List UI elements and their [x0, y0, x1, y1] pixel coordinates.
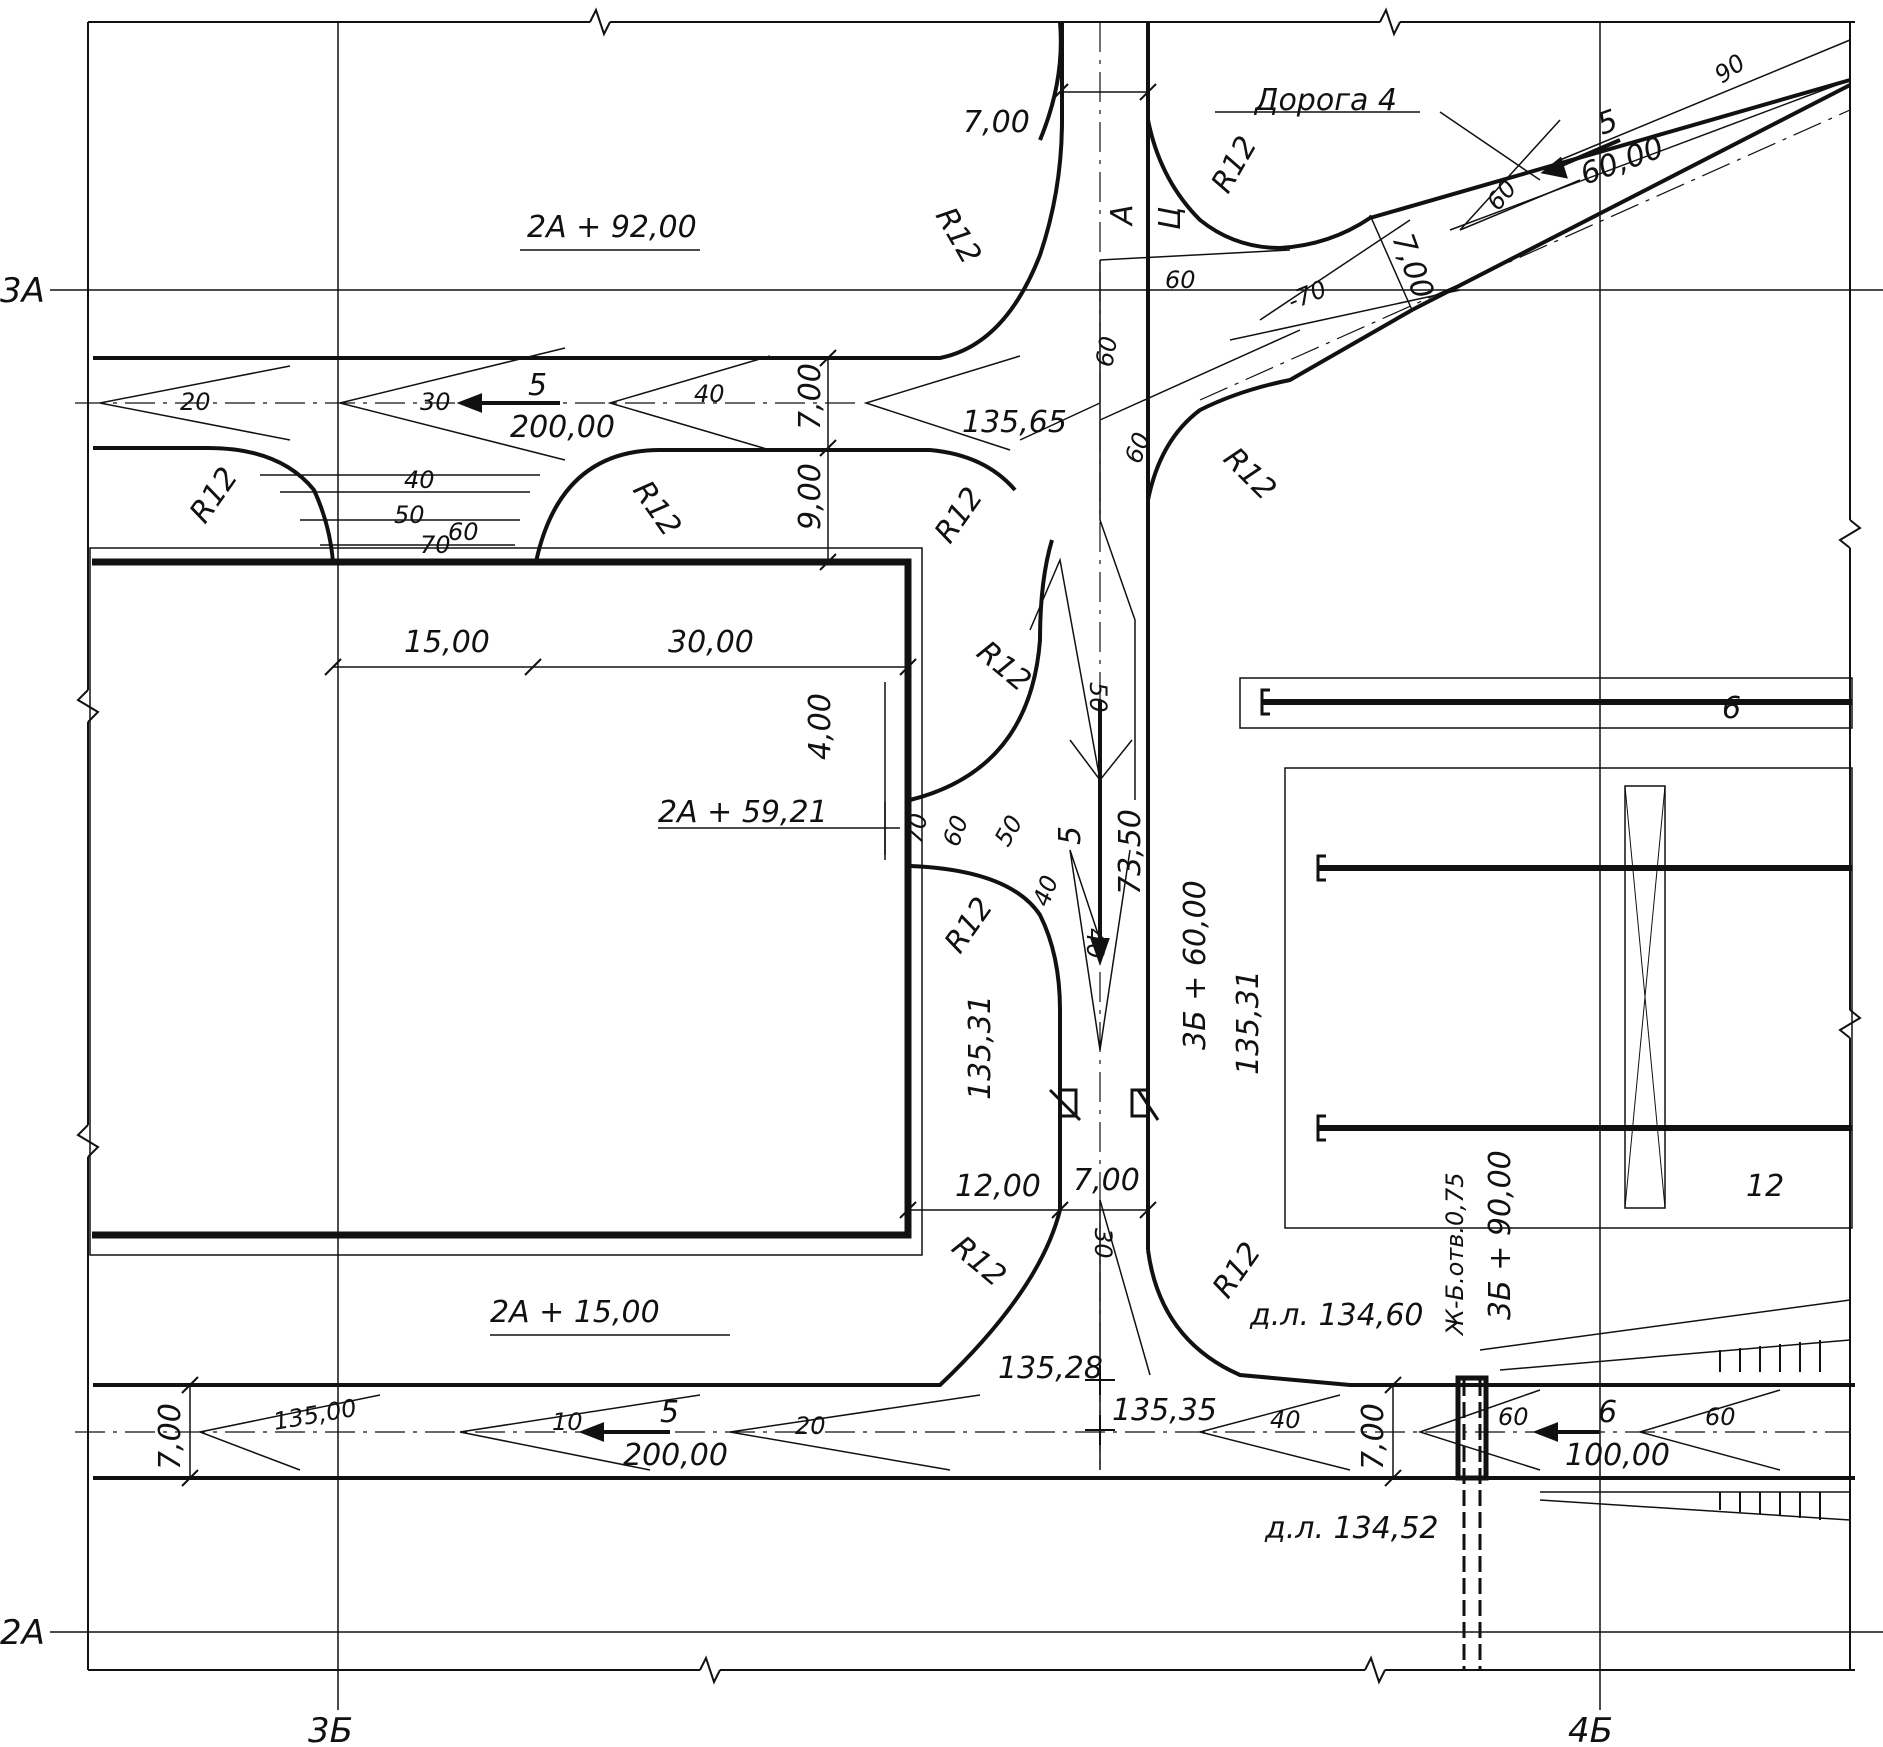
annotation-labels: 2А + 92,00 2А + 59,21 2А + 15,00 3Б + 60…	[153, 48, 1750, 1546]
station-2a-92: 2А + 92,00	[527, 210, 697, 245]
dim-30: 30,00	[668, 625, 754, 660]
radius-label: R12	[1206, 1236, 1269, 1304]
elev-135-00: 135,00	[271, 1394, 359, 1436]
elev-dl-134-60: д.л. 134,60	[1249, 1298, 1424, 1333]
elev-dl-134-52: д.л. 134,52	[1264, 1511, 1439, 1546]
slope-right-value: 6	[1598, 1395, 1617, 1430]
dim-12: 12,00	[955, 1169, 1041, 1204]
radius-label: R12	[625, 475, 688, 543]
dim-7-mid: 7,00	[1073, 1163, 1140, 1198]
axis-letter-c: Ц	[1153, 207, 1188, 230]
dim-7-bottom-left: 7,00	[153, 1403, 188, 1470]
dim-7-top: 7,00	[963, 105, 1030, 140]
building-12-number: 12	[1746, 1169, 1784, 1204]
axis-label-3b: 3Б	[308, 1711, 353, 1747]
elev-135-31-right: 135,31	[1231, 970, 1266, 1075]
contour-label: 10	[552, 1408, 583, 1436]
radius-label: R12	[928, 202, 988, 271]
station-2a-15: 2А + 15,00	[490, 1295, 660, 1330]
contour-label: 40	[1270, 1406, 1301, 1434]
contour-label: 60	[1090, 334, 1123, 369]
radius-label: R12	[938, 891, 1001, 959]
slope-mid-value: 5	[1053, 826, 1088, 845]
contour-label: 50	[989, 811, 1029, 851]
contour-label: 40	[404, 466, 435, 494]
grid-axis-labels: 3A 2A 3Б 4Б	[0, 271, 1613, 1747]
radius-label: R12	[183, 461, 246, 529]
axis-label-2a: 2A	[0, 1613, 45, 1653]
station-3b-90: 3Б + 90,00	[1483, 1150, 1518, 1320]
slope-bottom-length: 200,00	[623, 1438, 728, 1473]
contour-label: 60	[1119, 429, 1156, 467]
contour-label: 30	[420, 388, 451, 416]
building-6-number: 6	[1722, 691, 1741, 726]
dim-4: 4,00	[803, 693, 838, 760]
radius-label: R12	[928, 481, 991, 549]
contour-label: 90	[1709, 48, 1750, 88]
slope-arrows	[456, 138, 1621, 1442]
dim-15: 15,00	[404, 625, 490, 660]
slope-top-length: 200,00	[510, 410, 615, 445]
contour-label: 60	[937, 812, 974, 850]
elev-135-65: 135,65	[962, 405, 1067, 440]
radius-label: R12	[970, 634, 1038, 699]
slope-bottom-value: 5	[660, 1395, 679, 1430]
elev-135-31-left: 135,31	[963, 995, 998, 1100]
axis-label-4b: 4Б	[1568, 1711, 1613, 1747]
grading-lines	[99, 39, 1851, 1521]
axis-label-3a: 3A	[0, 271, 45, 311]
rail-spur-label: Ж-Б.отв.0,75	[1441, 1173, 1469, 1337]
road-4-name: Дорога 4	[1253, 83, 1397, 118]
road-edges	[93, 21, 1855, 1480]
slope-road4-value: 5	[1593, 103, 1623, 142]
contour-label: 60	[1498, 1403, 1529, 1431]
contour-label: 70	[420, 531, 451, 559]
drawing-frame	[50, 7, 1883, 1710]
radius-label: R12	[945, 1229, 1013, 1294]
station-3b-60: 3Б + 60,00	[1178, 880, 1213, 1050]
contour-label: 40	[1081, 928, 1109, 959]
elev-73-50: 73,50	[1113, 809, 1148, 895]
contour-label: 70	[900, 811, 933, 846]
elev-135-35: 135,35	[1112, 1393, 1217, 1428]
rail-spur	[1455, 1375, 1489, 1670]
contour-label: 20	[795, 1412, 826, 1440]
radius-label: R12	[1205, 130, 1265, 199]
slope-right-length: 100,00	[1565, 1438, 1670, 1473]
axis-letter-a: А	[1105, 204, 1140, 227]
contour-label: 60	[448, 518, 479, 546]
contour-label: 50	[1084, 682, 1112, 713]
station-2a-59: 2А + 59,21	[658, 795, 828, 830]
building-12	[1284, 767, 1853, 1229]
building-left	[89, 547, 923, 1256]
contour-label: 60	[1705, 1403, 1736, 1431]
contour-label: -70	[1284, 275, 1331, 316]
radius-label: R12	[1216, 441, 1282, 507]
contour-label: 20	[180, 388, 211, 416]
contour-label: 60	[1165, 266, 1196, 294]
slope-hatching	[1719, 1340, 1821, 1520]
building-6	[1239, 677, 1853, 729]
storm-inlets	[1048, 1088, 1160, 1122]
contour-label: 40	[694, 380, 725, 408]
dim-7-left: 7,00	[793, 363, 828, 430]
contour-label: 60	[1481, 174, 1522, 215]
contour-label: 50	[394, 501, 425, 529]
dimension-ticks	[181, 83, 1402, 1487]
contour-label: 30	[1089, 1228, 1117, 1259]
slope-top-value: 5	[528, 368, 547, 403]
dim-9: 9,00	[793, 463, 828, 530]
dim-7-bottom-right: 7,00	[1356, 1403, 1391, 1470]
